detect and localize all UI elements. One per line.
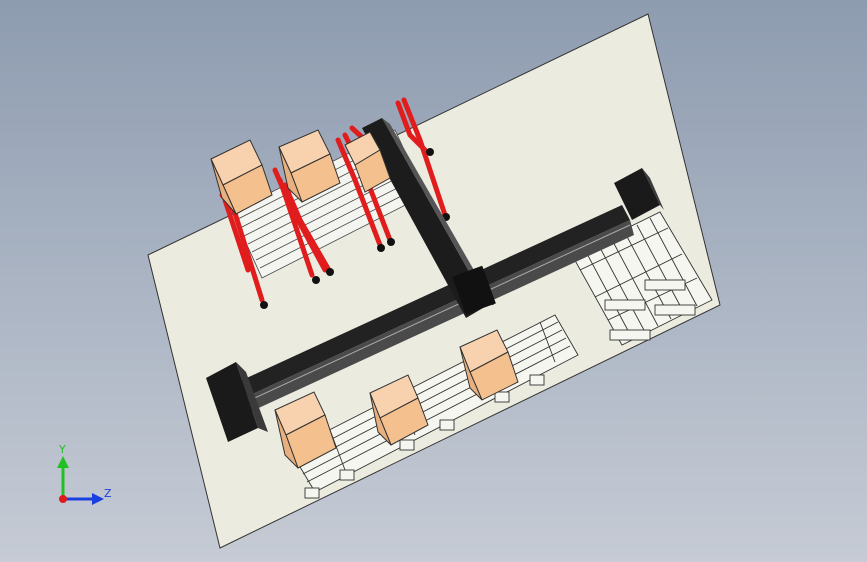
carton-pallet-3: [459, 329, 519, 401]
y-axis-arrow-icon: [57, 456, 69, 468]
conveyor-feet: [260, 148, 450, 309]
carton-conveyor-1: [210, 139, 273, 215]
x-axis-origin-icon: [59, 495, 67, 503]
axis-triad: Y Z: [57, 443, 112, 505]
gantry-post-right: [614, 168, 664, 220]
carton-pallet-2: [369, 374, 429, 446]
gantry-post-left: [206, 362, 268, 442]
carton-conveyor-2: [278, 129, 341, 203]
gantry-beam-long: [238, 205, 634, 412]
carton-pallet-1: [274, 391, 337, 469]
y-axis-label: Y: [58, 443, 66, 456]
gantry-beam-cross: [362, 118, 496, 318]
z-axis-arrow-icon: [92, 493, 104, 505]
z-axis-label: Z: [104, 487, 112, 500]
carton-conveyor-3: [344, 131, 391, 193]
